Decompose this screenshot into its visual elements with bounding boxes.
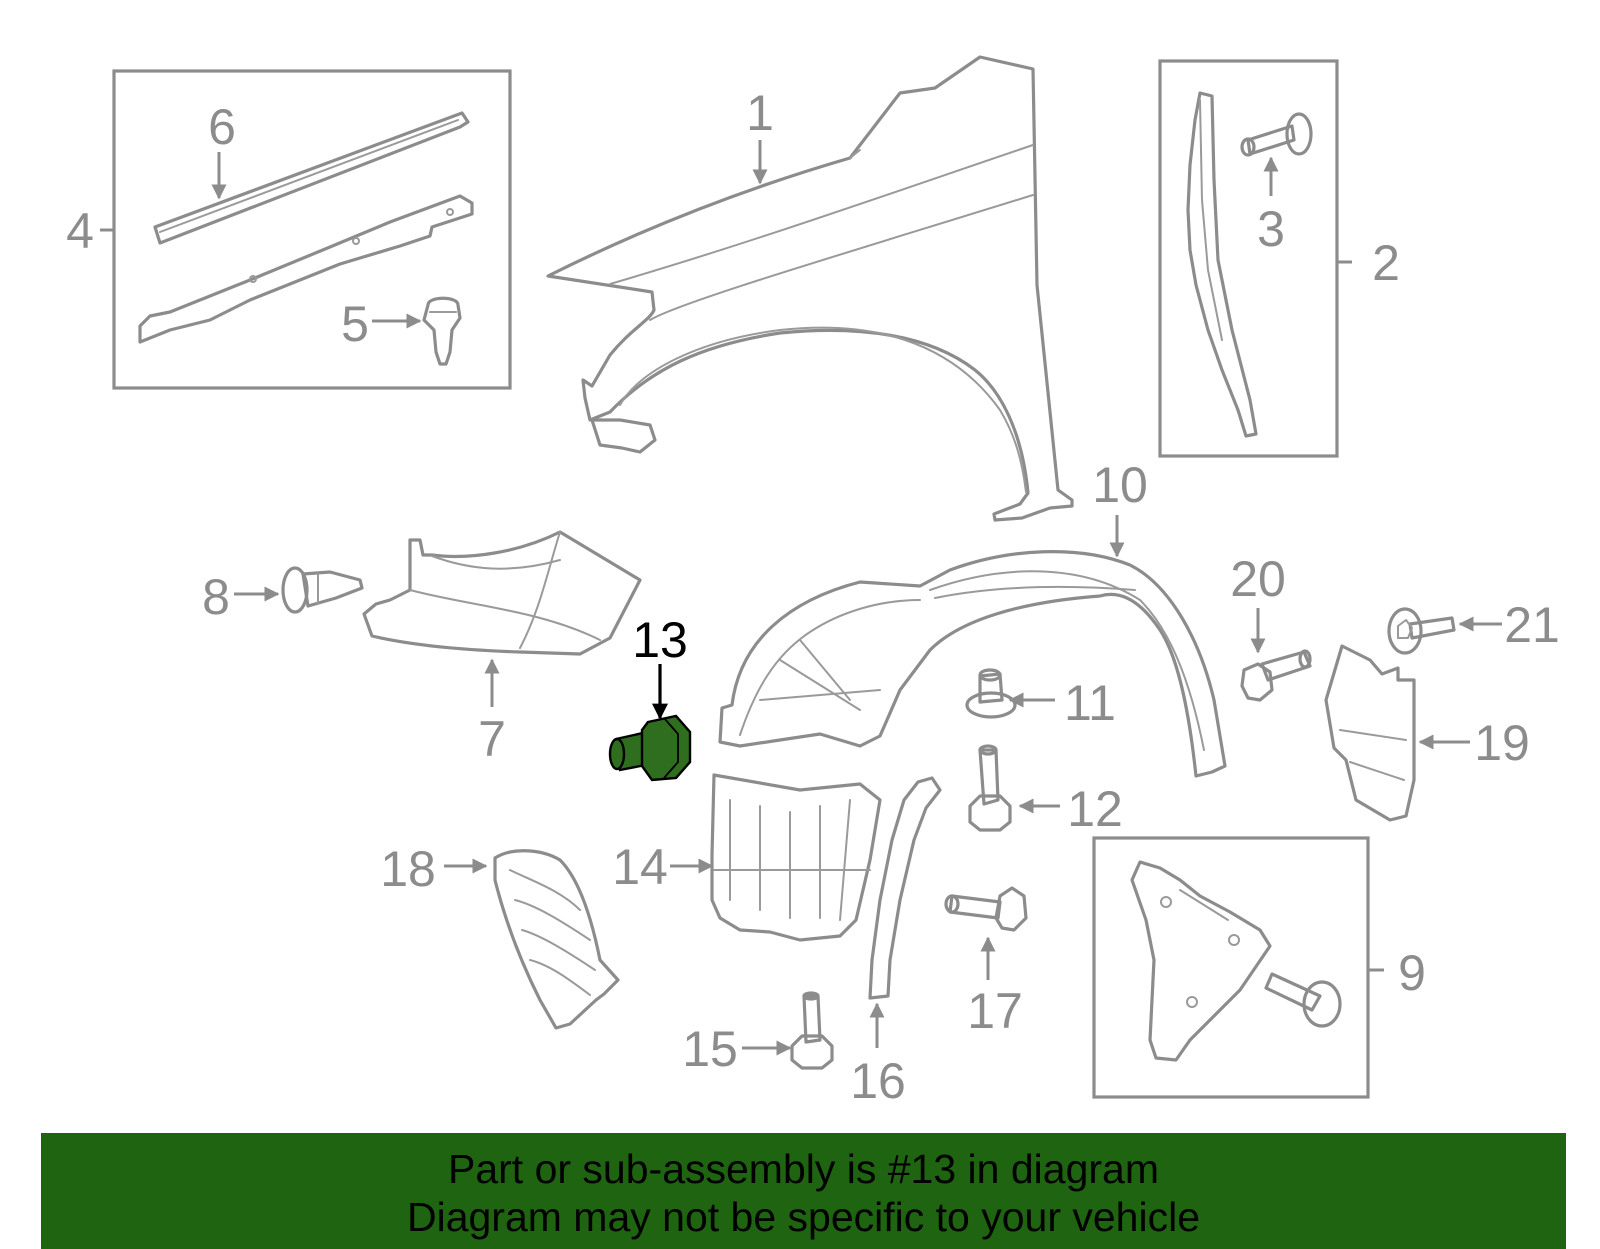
label-17: 17 (967, 983, 1023, 1039)
info-banner: Part or sub-assembly is #13 in diagram D… (41, 1133, 1566, 1249)
part-9-bracket (1130, 860, 1272, 1062)
part-14-shield (710, 773, 882, 942)
label-21: 21 (1504, 597, 1560, 653)
banner-line-2: Diagram may not be specific to your vehi… (406, 1194, 1200, 1240)
label-20: 20 (1230, 551, 1286, 607)
label-13: 13 (632, 612, 688, 668)
part-20-bolt (1240, 649, 1312, 702)
label-10: 10 (1092, 457, 1148, 513)
label-9: 9 (1398, 945, 1426, 1001)
group-box-2 (1158, 59, 1339, 458)
banner-line-1: Part or sub-assembly is #13 in diagram (448, 1146, 1159, 1192)
part-8-clip (281, 566, 364, 614)
group-box-9 (1092, 836, 1370, 1099)
label-15: 15 (682, 1021, 738, 1077)
label-14: 14 (612, 839, 668, 895)
part-6-rail (153, 111, 470, 245)
label-19: 19 (1474, 715, 1530, 771)
part-17-bolt (944, 886, 1028, 932)
label-18: 18 (380, 841, 436, 897)
label-1: 1 (746, 85, 774, 141)
part-18-flap (493, 849, 620, 1030)
label-7: 7 (478, 711, 506, 767)
label-2: 2 (1372, 235, 1400, 291)
part-1-fender (546, 55, 1074, 522)
part-5-clip (422, 296, 462, 366)
part-11-grommet (965, 668, 1017, 719)
part-4-bracket (138, 194, 474, 344)
part-15-bolt (790, 991, 834, 1070)
label-12: 12 (1067, 781, 1123, 837)
part-3-pin (1240, 112, 1313, 157)
label-3: 3 (1257, 201, 1285, 257)
label-8: 8 (202, 569, 230, 625)
label-6: 6 (208, 99, 236, 155)
part-19-mudguard (1324, 644, 1416, 822)
label-16: 16 (850, 1053, 906, 1109)
part-2-seal (1186, 91, 1258, 438)
part-10-wheel-liner (718, 550, 1227, 778)
label-4: 4 (66, 203, 94, 259)
part-16-strip (868, 776, 942, 1000)
part-13-bolt (608, 714, 692, 782)
label-11: 11 (1064, 675, 1116, 731)
part-12-bolt (968, 744, 1012, 832)
label-5: 5 (341, 296, 369, 352)
part-21-screw (1387, 607, 1456, 655)
part-9-screw (1264, 972, 1342, 1028)
part-7-panel (362, 530, 642, 656)
